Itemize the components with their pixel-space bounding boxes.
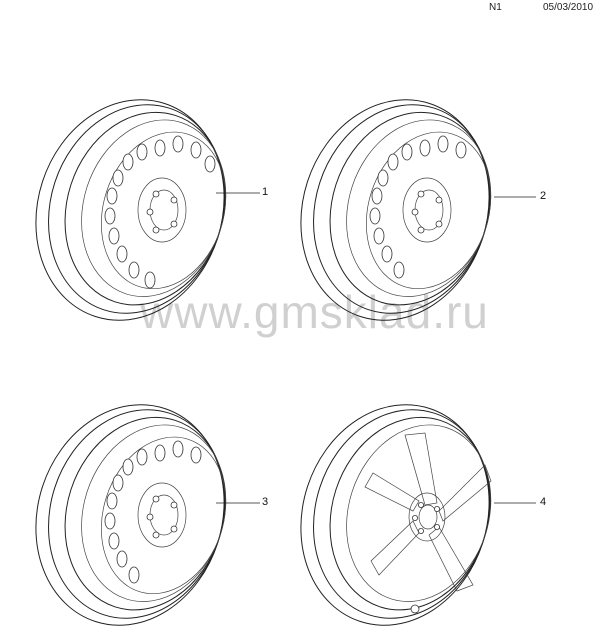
callout-3: 3 bbox=[262, 496, 269, 508]
vent-holes bbox=[104, 440, 202, 584]
callout-4: 4 bbox=[540, 496, 547, 508]
wheel-1[interactable] bbox=[8, 75, 252, 345]
diagram-date: 05/03/2010 bbox=[543, 2, 594, 13]
spokes bbox=[364, 432, 492, 592]
diagram-code: N1 bbox=[489, 2, 502, 13]
watermark: www.gmsklad.ru bbox=[140, 286, 489, 338]
callout-2: 2 bbox=[540, 190, 547, 202]
callout-1: 1 bbox=[262, 186, 269, 198]
wheel-4[interactable] bbox=[273, 380, 517, 639]
wheel-2[interactable] bbox=[273, 75, 517, 345]
wheel-3[interactable] bbox=[8, 380, 252, 639]
vent-holes bbox=[104, 135, 216, 289]
vent-holes bbox=[369, 135, 467, 279]
